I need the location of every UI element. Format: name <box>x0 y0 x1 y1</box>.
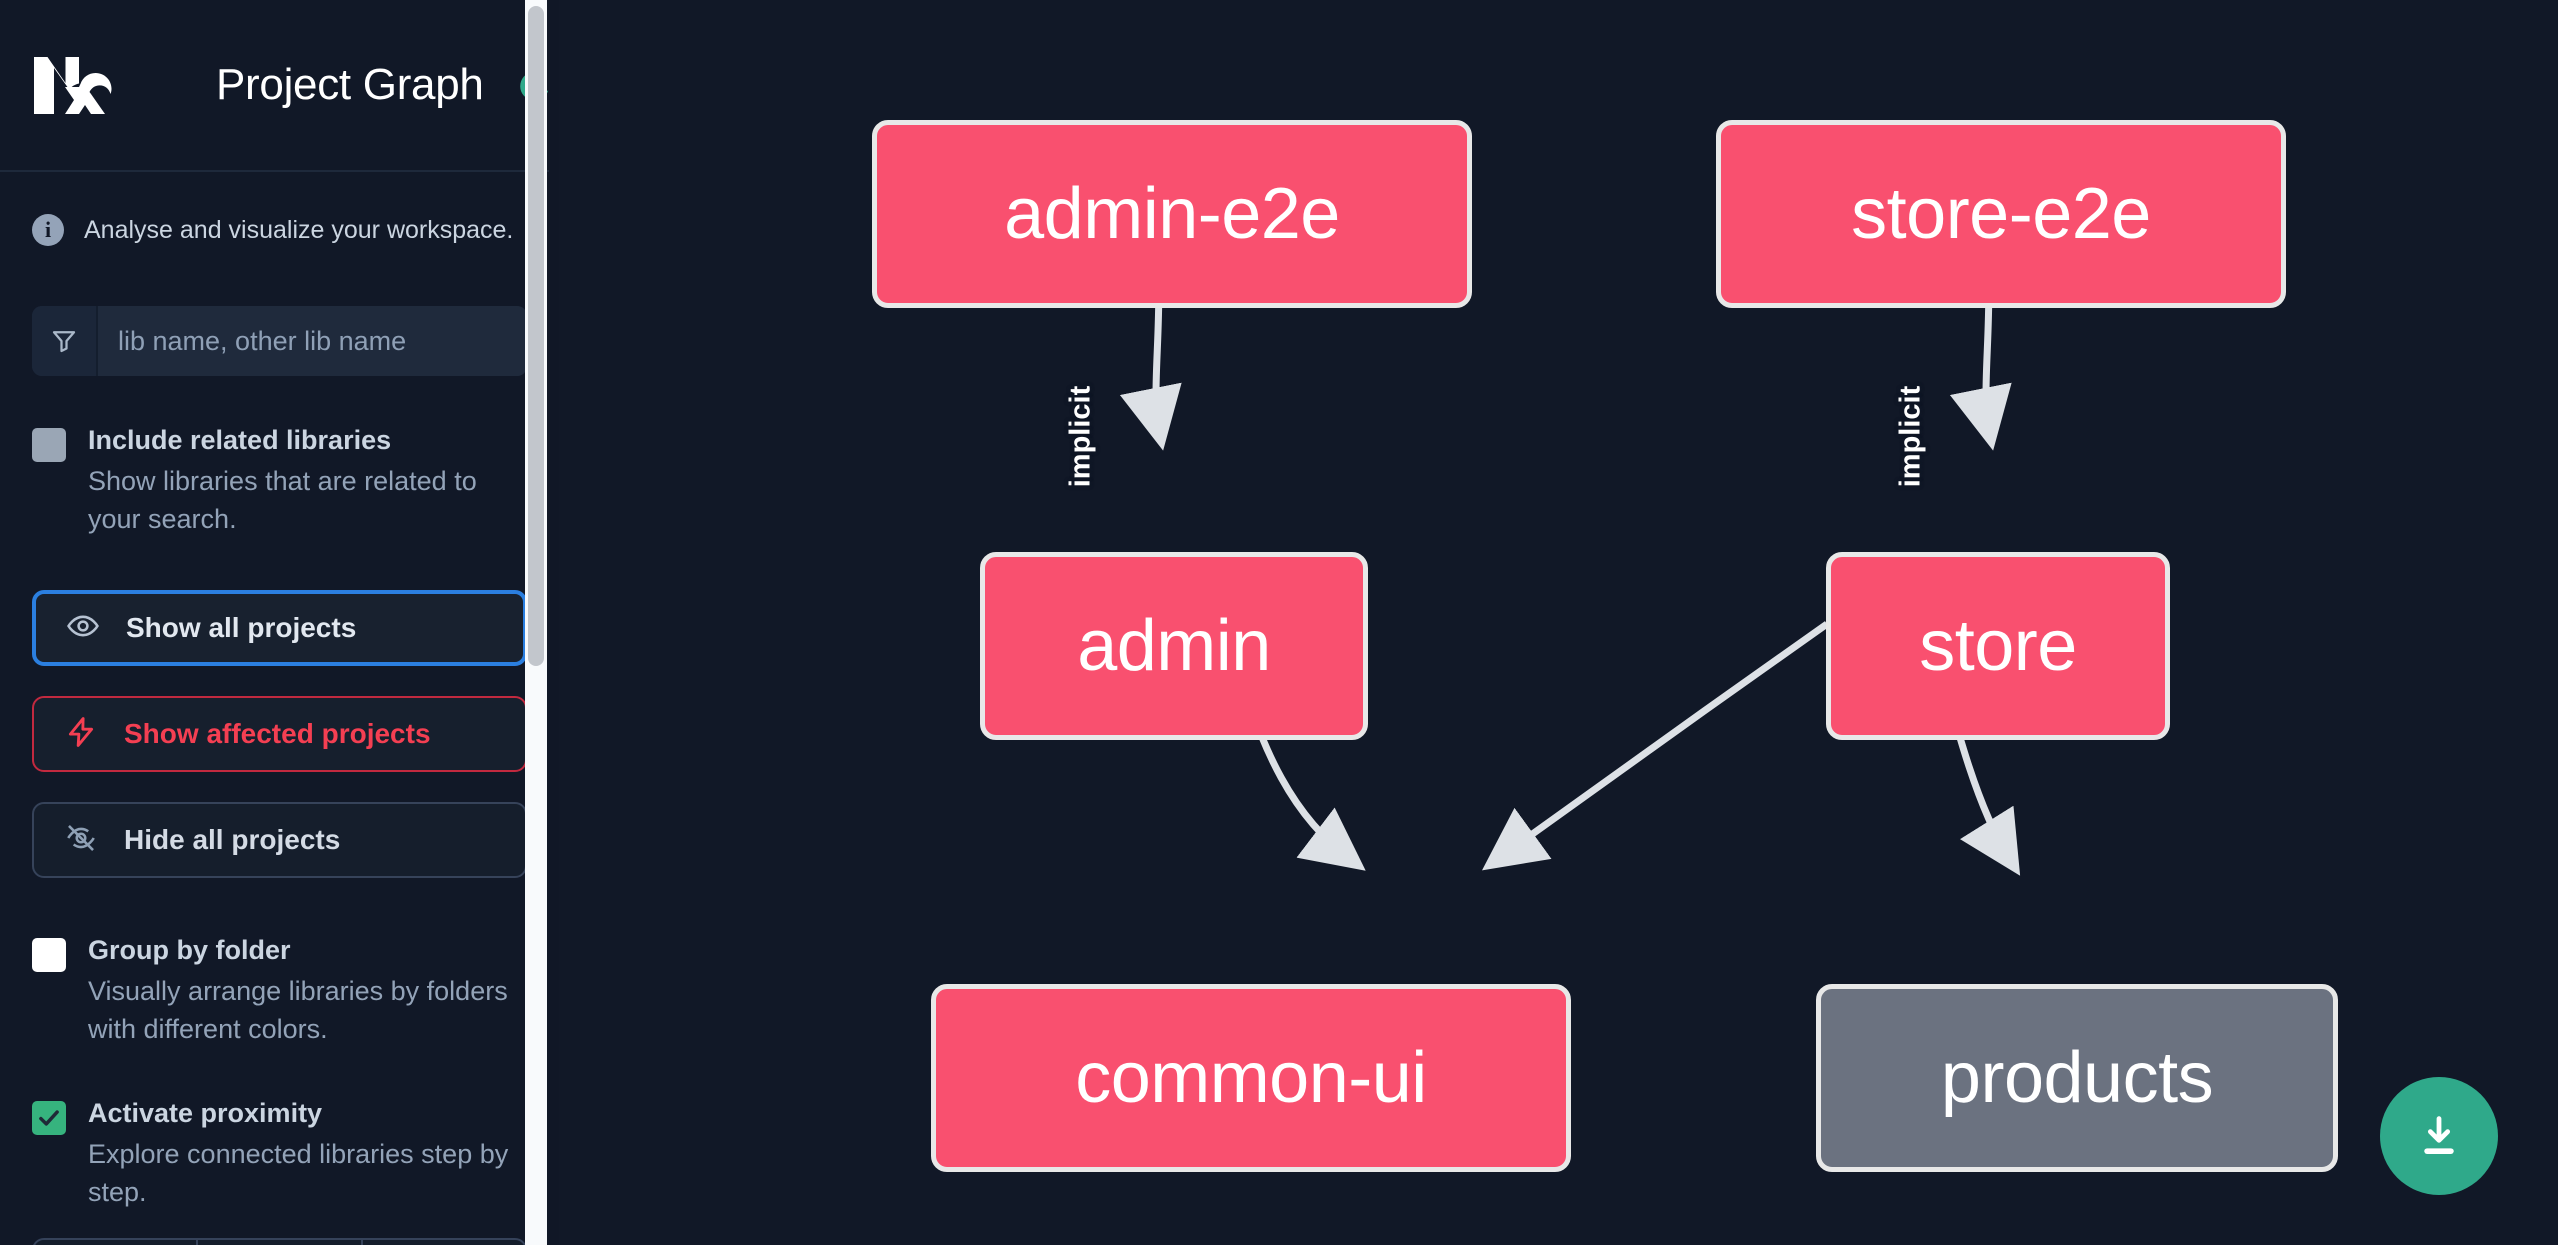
graph-node-admin-e2e-label: admin-e2e <box>1004 174 1340 254</box>
page-title: Project Graph <box>216 60 484 109</box>
eye-off-icon <box>64 821 98 860</box>
checkbox-group-by-folder-box[interactable] <box>32 938 66 973</box>
show-affected-projects-button[interactable]: Show affected projects <box>32 696 527 773</box>
show-affected-projects-label: Show affected projects <box>124 718 431 750</box>
graph-node-admin-e2e[interactable]: admin-e2e <box>872 120 1472 308</box>
checkbox-include-related-libraries-desc: Show libraries that are related to your … <box>88 465 477 535</box>
graph-node-products-label: products <box>1940 1038 2214 1118</box>
checkbox-include-related-libraries[interactable]: Include related libraries Show libraries… <box>32 424 527 538</box>
info-icon: i <box>32 214 64 246</box>
proximity-stepper-increase[interactable] <box>363 1240 525 1245</box>
tagline: i Analyse and visualize your workspace. <box>32 214 527 246</box>
hide-all-projects-button[interactable]: Hide all projects <box>32 802 527 879</box>
checkbox-activate-proximity-desc: Explore connected libraries step by step… <box>88 1138 509 1207</box>
tagline-text: Analyse and visualize your workspace. <box>84 215 514 244</box>
hide-all-projects-label: Hide all projects <box>124 824 341 856</box>
sidebar-scrollbar-thumb[interactable] <box>528 6 544 666</box>
checkbox-activate-proximity-box[interactable] <box>32 1100 66 1135</box>
sidebar-body: i Analyse and visualize your workspace. … <box>0 214 559 1211</box>
eye-icon <box>66 609 100 648</box>
nx-logo <box>32 54 126 116</box>
graph-node-products[interactable]: products <box>1816 984 2338 1172</box>
checkbox-group-by-folder-label: Group by folder <box>88 935 291 966</box>
search-input[interactable] <box>98 306 527 376</box>
graph-node-store[interactable]: store <box>1826 552 2170 740</box>
download-button[interactable] <box>2380 1077 2498 1195</box>
checkbox-activate-proximity[interactable]: Activate proximity Explore connected lib… <box>32 1097 527 1211</box>
graph-node-common-ui-label: common-ui <box>1075 1038 1427 1118</box>
checkbox-include-related-libraries-label: Include related libraries <box>88 425 392 455</box>
show-all-projects-label: Show all projects <box>126 612 357 644</box>
show-all-projects-button[interactable]: Show all projects <box>32 590 527 667</box>
sidebar-header: Project Graph <box>0 0 559 172</box>
funnel-icon <box>32 306 98 376</box>
bolt-icon <box>64 715 98 754</box>
graph-node-admin-label: admin <box>1077 606 1271 686</box>
sidebar-scrollbar[interactable] <box>525 0 547 1245</box>
graph-node-store-label: store <box>1919 606 2077 686</box>
proximity-stepper-decrease[interactable] <box>34 1240 199 1245</box>
sidebar: Project Graph i Analyse and visualize yo… <box>0 0 559 1245</box>
project-graph-canvas[interactable]: admin-e2e store-e2e admin store common-u… <box>559 0 2558 1245</box>
checkbox-group-by-folder-desc: Visually arrange libraries by folders wi… <box>88 976 508 1045</box>
download-icon <box>2424 1116 2454 1154</box>
filter-box[interactable] <box>32 306 527 376</box>
proximity-stepper-value <box>198 1240 363 1245</box>
graph-node-store-e2e[interactable]: store-e2e <box>1716 120 2286 308</box>
graph-node-admin[interactable]: admin <box>980 552 1368 740</box>
graph-node-common-ui[interactable]: common-ui <box>931 984 1571 1172</box>
proximity-stepper-group[interactable] <box>32 1238 527 1245</box>
graph-node-store-e2e-label: store-e2e <box>1851 174 2151 254</box>
checkbox-group-by-folder[interactable]: Group by folder Visually arrange librari… <box>32 934 527 1048</box>
sidebar-divider <box>549 0 559 1245</box>
checkbox-activate-proximity-label: Activate proximity <box>88 1097 323 1128</box>
checkbox-include-related-libraries-box[interactable] <box>32 428 66 462</box>
